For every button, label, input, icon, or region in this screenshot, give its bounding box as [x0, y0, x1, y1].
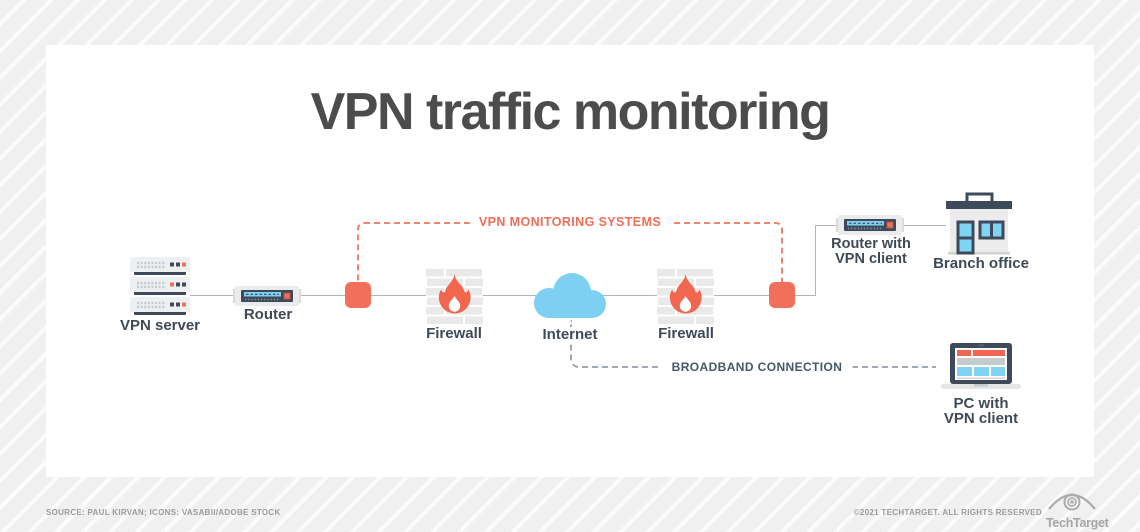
router-vpn-client-label-line1: Router with	[831, 236, 911, 252]
copyright-notice: ©2021 TECHTARGET. ALL RIGHTS RESERVED	[853, 508, 1042, 517]
broadband-label: BROADBAND CONNECTION	[661, 360, 853, 374]
techtarget-eye-icon	[1048, 493, 1096, 511]
router-vpn-client-icon	[836, 215, 904, 235]
connection-line-router-to-branch	[904, 225, 946, 226]
pc-vpn-client-icon	[941, 343, 1021, 389]
internet-cloud-icon	[534, 273, 606, 318]
connection-line-main	[190, 295, 815, 296]
pc-vpn-client-label: PC with VPN client	[944, 396, 1018, 426]
router-label: Router	[243, 306, 293, 323]
server-unit-1	[130, 257, 190, 275]
router-vpn-client-label: Router with VPN client	[831, 237, 911, 267]
connection-line-vertical-right	[815, 225, 816, 296]
flame-icon	[438, 274, 471, 314]
firewall-left-label: Firewall	[426, 325, 482, 342]
firewall-right-label: Firewall	[658, 325, 714, 342]
pc-vpn-client-label-line1: PC with	[953, 395, 1009, 412]
branch-office-icon	[946, 192, 1012, 255]
pc-vpn-client-label-line2: VPN client	[943, 410, 1019, 427]
firewall-right-icon	[657, 267, 714, 324]
vpn-monitoring-label: VPN MONITORING SYSTEMS	[469, 215, 671, 229]
internet-label: Internet	[538, 327, 602, 342]
content-card	[46, 45, 1094, 477]
techtarget-wordmark: TechTarget	[1046, 516, 1109, 530]
branch-office-label: Branch office	[933, 255, 1029, 272]
vpn-server-label: VPN server	[119, 317, 201, 334]
connection-line-to-router-vpn	[815, 225, 836, 226]
techtarget-logo: TechTarget	[1046, 489, 1109, 530]
flame-icon	[669, 274, 702, 314]
server-unit-2	[130, 277, 190, 295]
vpn-server-icon	[130, 257, 190, 315]
router-icon	[233, 286, 301, 306]
source-credit: SOURCE: PAUL KIRVAN; ICONS: VASABII/ADOB…	[46, 508, 281, 517]
monitoring-point-right	[769, 282, 795, 308]
router-vpn-client-label-line2: VPN client	[835, 251, 907, 267]
page-title: VPN traffic monitoring	[310, 83, 831, 141]
firewall-left-icon	[426, 267, 483, 324]
monitoring-point-left	[345, 282, 371, 308]
server-unit-3	[130, 297, 190, 315]
